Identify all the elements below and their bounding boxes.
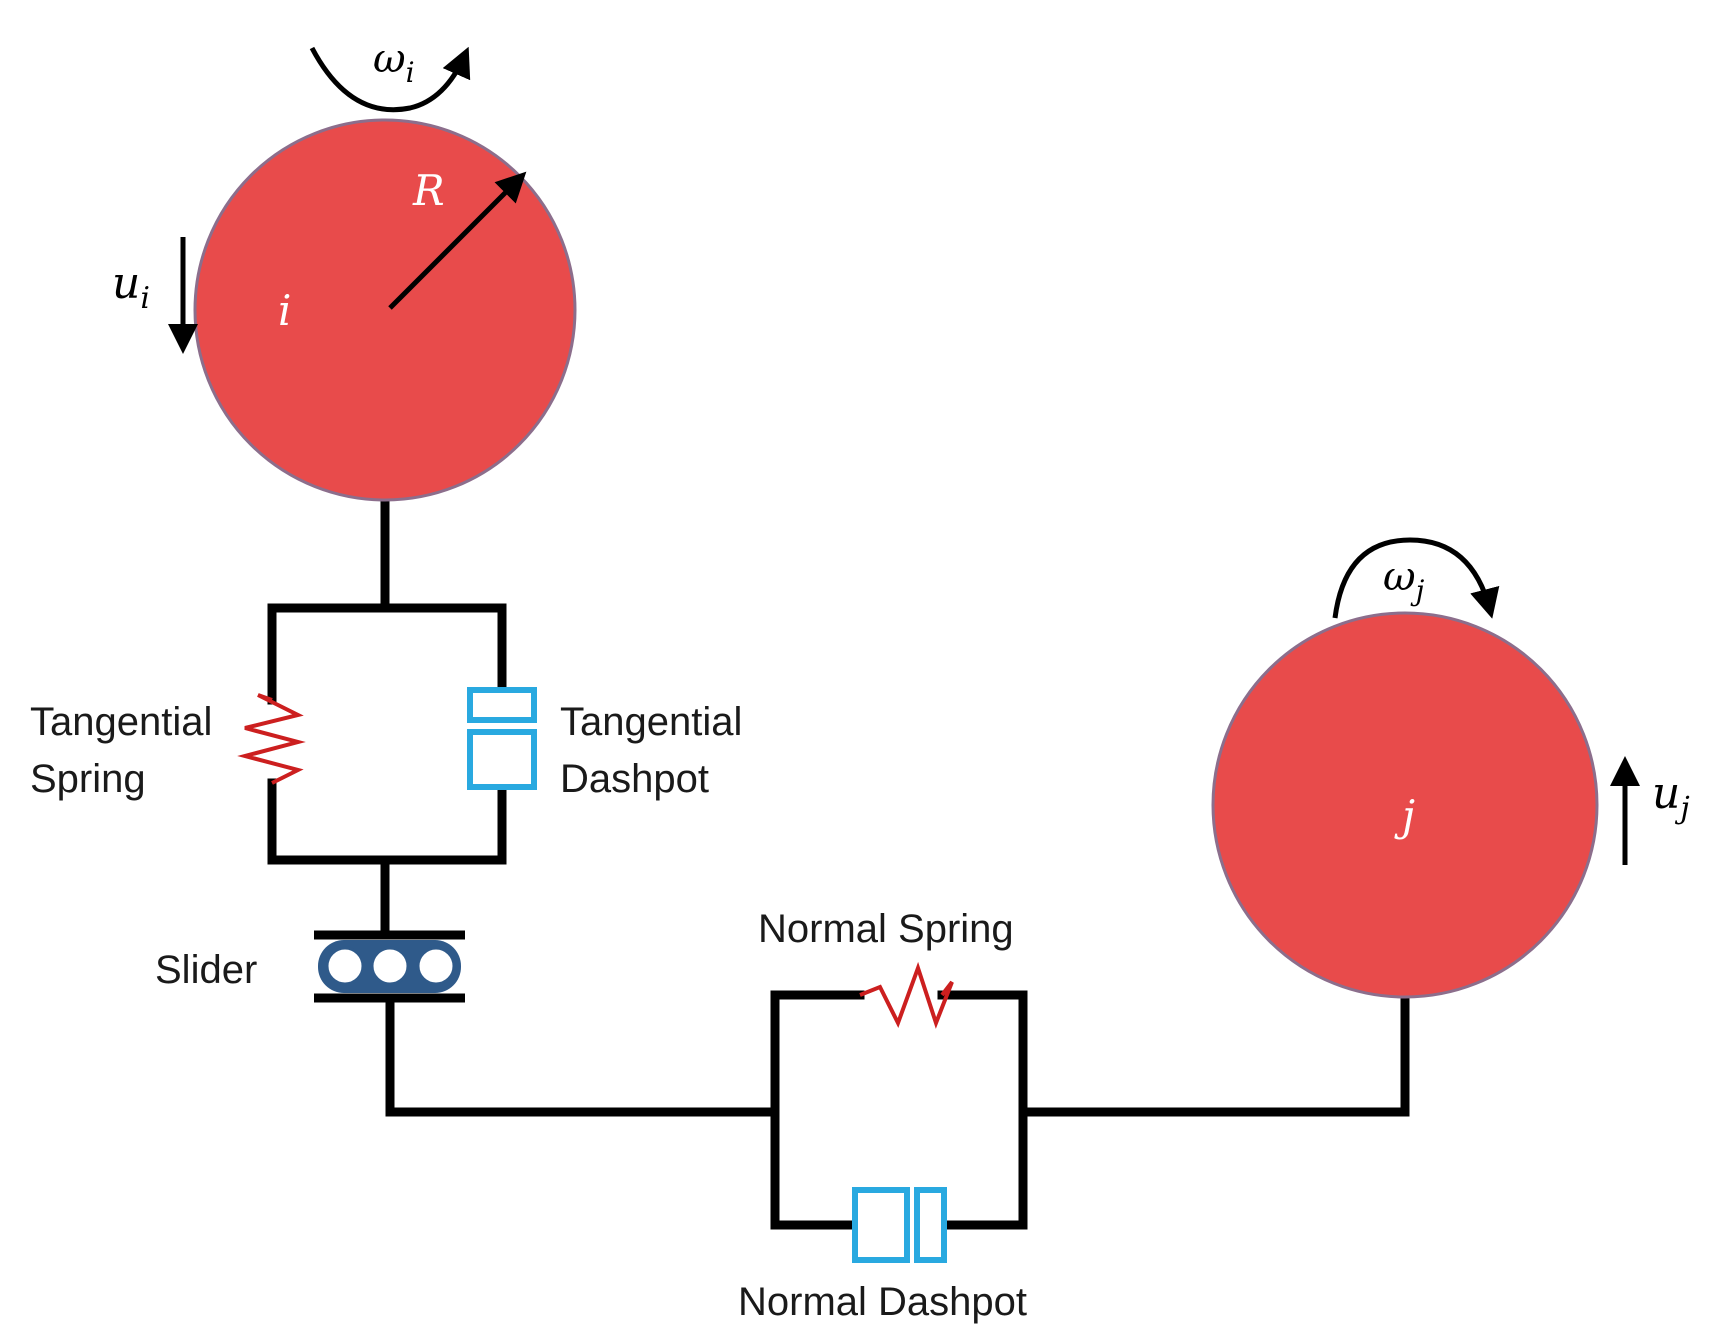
tangential-spring-icon <box>237 693 306 785</box>
slider-label: Slider <box>155 948 257 992</box>
normal-dashpot-icon <box>852 1187 947 1263</box>
normal-frame-top-right <box>937 990 1028 1230</box>
omega-i-label: ωi <box>373 36 415 89</box>
wire-normal-to-particle-j <box>1018 990 1410 1117</box>
radius-arrow-icon <box>388 171 527 310</box>
radius-label: R <box>412 166 445 215</box>
omega-j-label: ωj <box>1383 554 1425 607</box>
u-i-label: ui <box>112 258 150 316</box>
tangential-dashpot-label-line-2: Dashpot <box>560 757 709 801</box>
u-j-label: uj <box>1652 768 1690 826</box>
omega-i-arrow-icon <box>309 46 471 113</box>
slider-icon <box>314 930 465 1003</box>
u-j-symbol: u <box>1652 768 1680 819</box>
normal-spring-icon <box>859 961 954 1029</box>
omega-j-arrow-icon <box>1332 537 1500 619</box>
normal-dashpot-label: Normal Dashpot <box>738 1280 1027 1324</box>
omega-i-subscript: i <box>406 56 415 89</box>
tangential-dashpot-icon <box>467 687 537 790</box>
tangential-spring-label-line-2: Spring <box>30 757 146 801</box>
tangential-dashpot-label-line-1: Tangential <box>560 700 742 744</box>
particle-i-label: i <box>278 286 291 335</box>
normal-frame-top-left <box>770 990 865 1230</box>
u-i-subscript: i <box>140 281 150 316</box>
u-i-symbol: u <box>112 258 140 309</box>
tangential-spring-label-line-1: Tangential <box>30 700 212 744</box>
particle-j <box>1211 611 1599 999</box>
tangential-frame-top <box>267 603 507 705</box>
tangential-frame-bottom <box>267 778 507 865</box>
normal-spring-label: Normal Spring <box>758 907 1014 951</box>
omega-j-symbol: ω <box>1383 554 1416 600</box>
omega-i-symbol: ω <box>373 36 406 82</box>
wire-slider-to-normal <box>385 993 780 1117</box>
